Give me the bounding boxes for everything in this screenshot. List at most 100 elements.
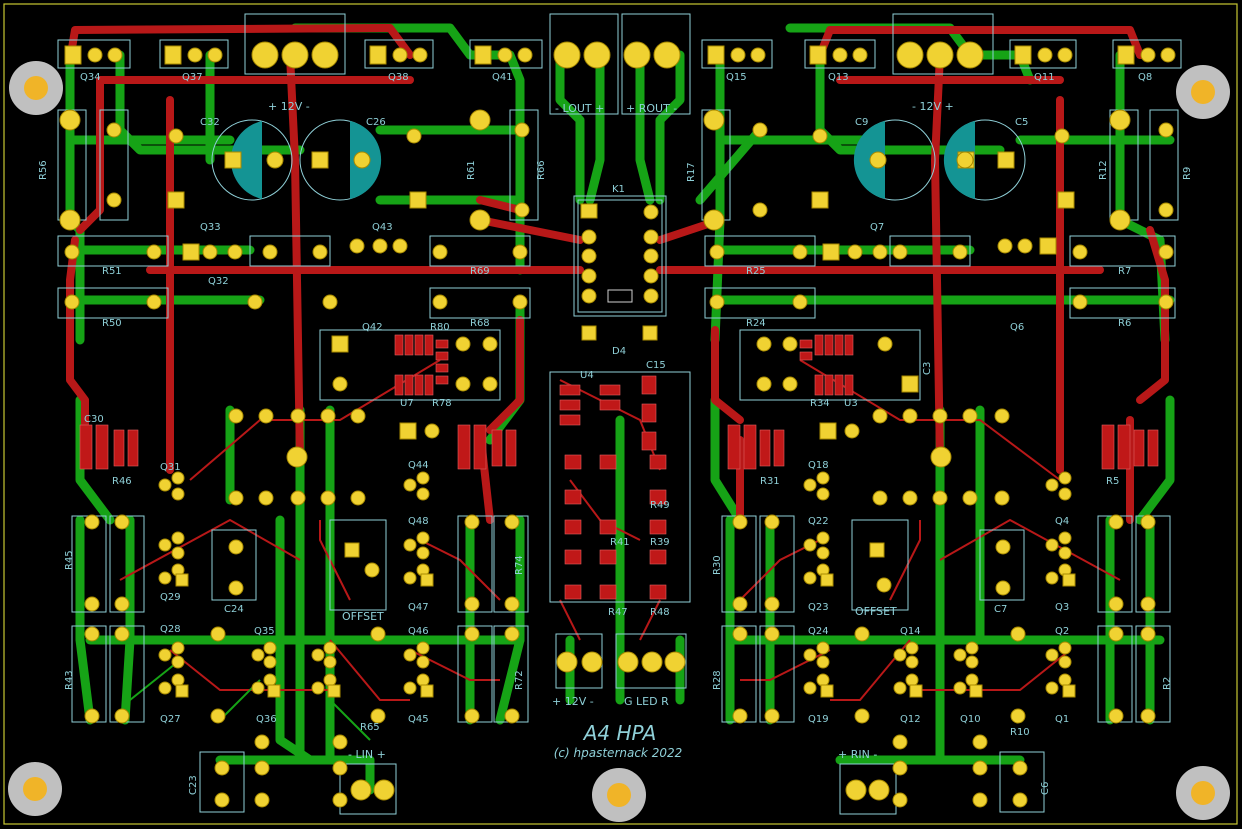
refdes-r31: R31 xyxy=(760,476,780,487)
silkscreen-outlines xyxy=(57,13,1182,815)
refdes-r45: R45 xyxy=(64,550,75,570)
refdes-c23: C23 xyxy=(188,775,199,795)
refdes-r47: R47 xyxy=(608,607,628,618)
refdes-r2: R2 xyxy=(1162,677,1173,690)
refdes-r34: R34 xyxy=(810,398,830,409)
smd-group-c12 xyxy=(727,424,785,470)
refdes-c24: C24 xyxy=(224,604,244,615)
smd-group-c1 xyxy=(1101,424,1159,470)
refdes-q27: Q27 xyxy=(160,714,181,725)
board-title-block: A4 HPA (c) hpasternack 2022 xyxy=(554,721,682,760)
label-offset-left: OFFSET xyxy=(342,610,384,623)
board-copyright: (c) hpasternack 2022 xyxy=(554,746,682,760)
refdes-c32: C32 xyxy=(200,117,220,128)
refdes-u3: U3 xyxy=(844,398,858,409)
refdes-r78: R78 xyxy=(432,398,452,409)
smd-group-left-c19 xyxy=(79,424,139,470)
refdes-q11: Q11 xyxy=(1034,72,1055,83)
refdes-q36: Q36 xyxy=(256,714,277,725)
refdes-q8: Q8 xyxy=(1138,72,1152,83)
pads-top-row xyxy=(64,41,1176,69)
refdes-r9: R9 xyxy=(1182,167,1193,180)
refdes-q1: Q1 xyxy=(1055,714,1069,725)
electrolytic-capacitors xyxy=(211,119,1026,201)
refdes-q13: Q13 xyxy=(828,72,849,83)
pads-opamp-section xyxy=(228,335,1010,506)
refdes-q38: Q38 xyxy=(388,72,409,83)
refdes-q3: Q3 xyxy=(1055,602,1069,613)
refdes-q6: Q6 xyxy=(1010,322,1024,333)
refdes-r28: R28 xyxy=(712,670,723,690)
mounting-hole-bottom-right xyxy=(1176,766,1230,820)
label-lout: - LOUT + xyxy=(555,102,604,115)
refdes-q44: Q44 xyxy=(408,460,429,471)
refdes-r48: R48 xyxy=(650,607,670,618)
capacitor-c32 xyxy=(211,119,293,201)
refdes-r46: R46 xyxy=(112,476,132,487)
refdes-r7: R7 xyxy=(1118,266,1131,277)
connector-labels: - LOUT + + ROUT - + 12V - - 12V + OFFSET… xyxy=(268,100,954,761)
relay-k1 xyxy=(577,199,663,313)
refdes-q12: Q12 xyxy=(900,714,921,725)
refdes-q23: Q23 xyxy=(808,602,829,613)
refdes-q42: Q42 xyxy=(362,322,383,333)
refdes-q29: Q29 xyxy=(160,592,181,603)
mounting-holes xyxy=(8,61,1230,822)
label-led: G LED R xyxy=(624,695,669,708)
refdes-r39: R39 xyxy=(650,537,670,548)
pads-connectors-bottom xyxy=(214,651,1028,808)
refdes-r10: R10 xyxy=(1010,727,1030,738)
refdes-q37: Q37 xyxy=(182,72,203,83)
refdes-q33: Q33 xyxy=(200,222,221,233)
refdes-c3: C3 xyxy=(922,362,933,375)
label-psu-right: - 12V + xyxy=(912,100,954,113)
refdes-q47: Q47 xyxy=(408,602,429,613)
refdes-r74: R74 xyxy=(514,555,525,575)
label-rin: + RIN - xyxy=(838,748,877,761)
refdes-q34: Q34 xyxy=(80,72,101,83)
smd-group-u3 xyxy=(799,334,854,396)
refdes-c9: C9 xyxy=(855,117,868,128)
refdes-q32: Q32 xyxy=(208,276,229,287)
refdes-q48: Q48 xyxy=(408,516,429,527)
pads-relay xyxy=(580,203,659,341)
refdes-d4: D4 xyxy=(612,346,626,357)
refdes-r17: R17 xyxy=(686,162,697,182)
refdes-q22: Q22 xyxy=(808,516,829,527)
mounting-hole-bottom-center xyxy=(592,768,646,822)
capacitor-c9 xyxy=(853,119,936,201)
refdes-q18: Q18 xyxy=(808,460,829,471)
refdes-c15: C15 xyxy=(646,360,666,371)
refdes-r69: R69 xyxy=(470,266,490,277)
pads-mid-rows xyxy=(64,237,1174,310)
refdes-r65: R65 xyxy=(360,722,380,733)
label-rout: + ROUT - xyxy=(626,102,677,115)
refdes-r41: R41 xyxy=(610,537,630,548)
refdes-q15: Q15 xyxy=(726,72,747,83)
refdes-r49: R49 xyxy=(650,500,670,511)
label-offset-right: OFFSET xyxy=(855,605,897,618)
label-psu-left: + 12V - xyxy=(268,100,310,113)
refdes-q4: Q4 xyxy=(1055,516,1069,527)
refdes-c26: C26 xyxy=(366,117,386,128)
refdes-k1: K1 xyxy=(612,184,625,195)
mounting-hole-top-left xyxy=(9,61,63,115)
refdes-q45: Q45 xyxy=(408,714,429,725)
refdes-r50: R50 xyxy=(102,318,122,329)
smd-pads xyxy=(79,334,1159,600)
thru-hole-pads xyxy=(59,41,1176,808)
refdes-c19: C30 xyxy=(84,414,104,425)
refdes-r30: R30 xyxy=(712,555,723,575)
reference-designators: Q34 Q37 Q38 Q41 C32 C26 R56 R51 R50 Q33 … xyxy=(38,72,1193,795)
label-power: + 12V - xyxy=(552,695,594,708)
board-edge xyxy=(3,3,1238,825)
mounting-hole-bottom-left xyxy=(8,762,62,816)
smd-group-center-resistors xyxy=(564,454,667,600)
refdes-r80: R80 xyxy=(430,322,450,333)
refdes-c5: C5 xyxy=(1015,117,1028,128)
pads-transistor-section xyxy=(84,471,1156,612)
refdes-q19: Q19 xyxy=(808,714,829,725)
refdes-u7: U7 xyxy=(400,398,414,409)
refdes-q10: Q10 xyxy=(960,714,981,725)
